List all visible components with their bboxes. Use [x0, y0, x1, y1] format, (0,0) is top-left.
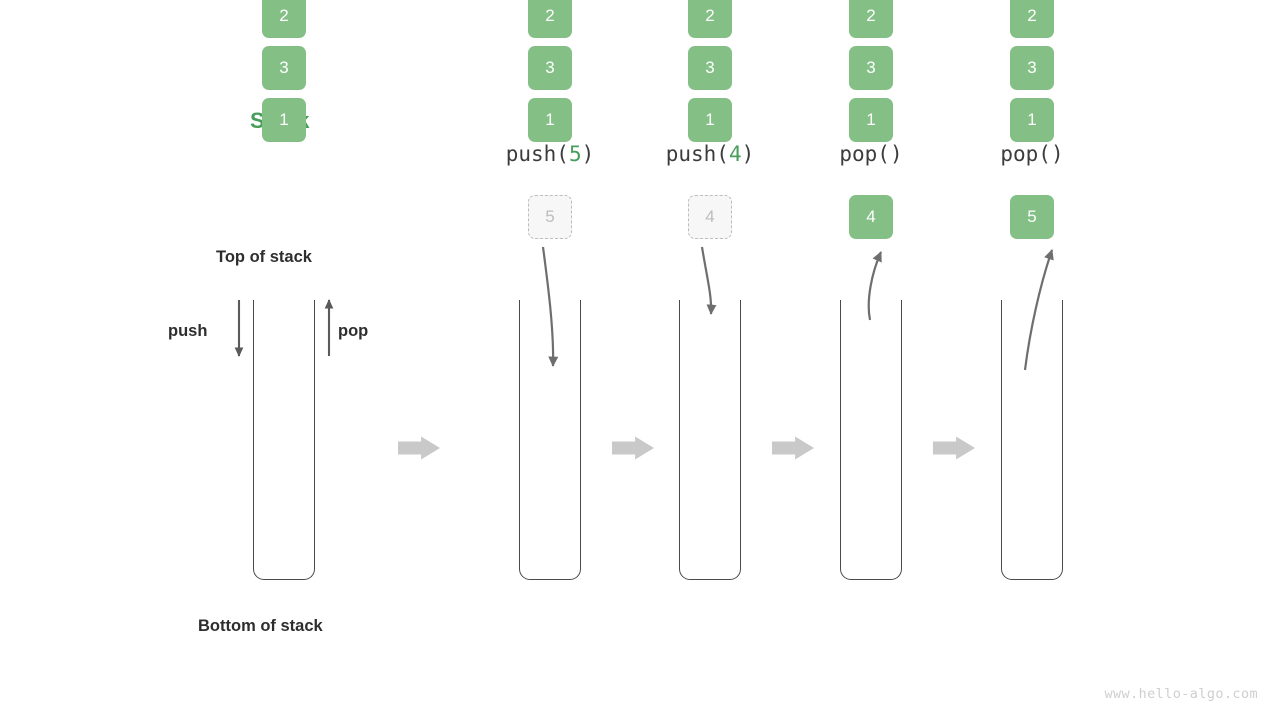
top-of-stack-label: Top of stack — [216, 248, 312, 266]
floating-cell-pop-2: 5 — [1010, 195, 1054, 239]
stack-cells-push-5: 1325 — [528, 0, 572, 142]
stack-container-push-4 — [679, 300, 741, 580]
stack-panel-push-4: push(4)413254 — [630, 0, 790, 720]
stack-container-push-5 — [519, 300, 581, 580]
stack-cell: 1 — [688, 98, 732, 142]
stack-cell: 3 — [528, 46, 572, 90]
floating-cell-push-4: 4 — [688, 195, 732, 239]
bottom-of-stack-label: Bottom of stack — [198, 617, 323, 635]
operation-name: pop( — [839, 142, 890, 166]
operation-name: push( — [505, 142, 569, 166]
operation-header-pop-1: pop() — [791, 142, 951, 166]
stack-cell: 1 — [528, 98, 572, 142]
stack-cell: 3 — [688, 46, 732, 90]
stack-cell: 1 — [849, 98, 893, 142]
stack-cell: 2 — [262, 0, 306, 38]
stack-panel-initial: 1 3 2 — [204, 0, 364, 720]
stack-panel-push-5: push(5)51325 — [470, 0, 630, 720]
operation-argument: 4 — [728, 142, 742, 166]
stack-cell: 2 — [688, 0, 732, 38]
stack-cell: 2 — [1010, 0, 1054, 38]
stack-cell: 1 — [262, 98, 306, 142]
stack-cell: 1 — [1010, 98, 1054, 142]
watermark: www.hello-algo.com — [1104, 686, 1258, 702]
operation-name: push( — [665, 142, 729, 166]
flow-arrow-icon — [398, 436, 440, 460]
stack-cell: 3 — [262, 46, 306, 90]
stack-cells-initial: 1 3 2 — [262, 0, 306, 142]
stack-cell: 3 — [849, 46, 893, 90]
operation-close-paren: ) — [889, 142, 903, 166]
stack-panel-pop-2: pop()51325 — [952, 0, 1112, 720]
stack-container-pop-2 — [1001, 300, 1063, 580]
operation-close-paren: ) — [1050, 142, 1064, 166]
operation-argument: 5 — [568, 142, 582, 166]
pop-label: pop — [338, 322, 369, 340]
operation-header-pop-2: pop() — [952, 142, 1112, 166]
push-label: push — [168, 322, 208, 340]
stack-cell: 3 — [1010, 46, 1054, 90]
operation-header-push-4: push(4) — [630, 142, 790, 166]
stack-cell: 2 — [849, 0, 893, 38]
stack-panel-pop-1: pop()413254 — [791, 0, 951, 720]
operation-header-push-5: push(5) — [470, 142, 630, 166]
floating-cell-pop-1: 4 — [849, 195, 893, 239]
floating-cell-push-5: 5 — [528, 195, 572, 239]
stack-cells-pop-2: 1325 — [1010, 0, 1054, 142]
stack-cells-pop-1: 13254 — [849, 0, 893, 142]
operation-close-paren: ) — [741, 142, 755, 166]
operation-name: pop( — [1000, 142, 1051, 166]
stack-container-initial — [253, 300, 315, 580]
stack-cell: 2 — [528, 0, 572, 38]
operation-close-paren: ) — [581, 142, 595, 166]
stack-cells-push-4: 13254 — [688, 0, 732, 142]
stack-container-pop-1 — [840, 300, 902, 580]
